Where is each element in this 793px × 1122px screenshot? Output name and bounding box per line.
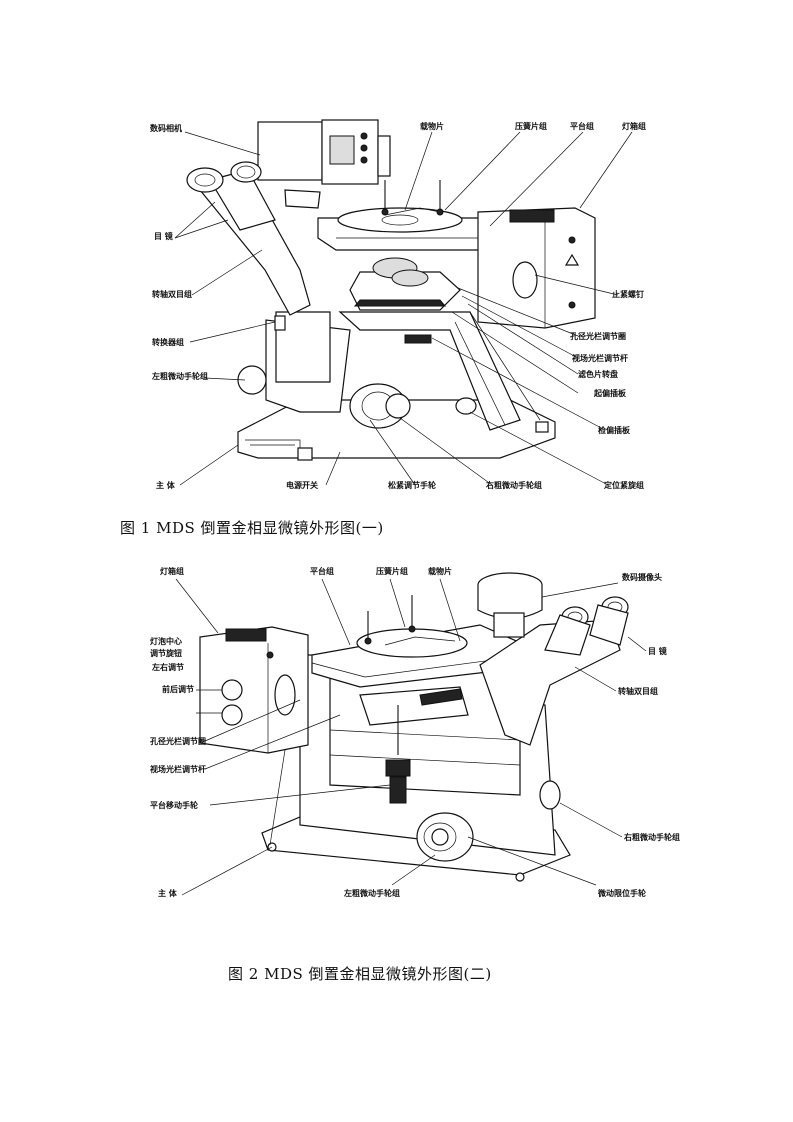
label-stage: 平台组 [310, 567, 334, 576]
label-left-right: 左右调节 [152, 663, 184, 672]
label-right-focus: 右粗微动手轮组 [486, 481, 542, 490]
label-binocular: 转轴双目组 [618, 687, 658, 696]
microscope-drawing-2 [175, 572, 647, 896]
label-power-switch: 电源开关 [286, 481, 318, 490]
label-filter: 滤色片转盘 [578, 370, 618, 379]
label-left-focus: 左粗微动手轮组 [152, 372, 208, 381]
label-lamp-center: 灯泡中心 [150, 637, 182, 646]
label-binocular: 转轴双目组 [152, 290, 192, 299]
label-aperture: 孔径光栏调节圈 [570, 332, 626, 341]
figure-1-caption: 图 1 MDS 倒置金相显微镜外形图(一) [120, 519, 384, 537]
label-press-clip: 压簧片组 [376, 567, 408, 576]
label-lamp-center-2: 调节旋钮 [150, 649, 182, 658]
label-right-focus: 右粗微动手轮组 [624, 833, 680, 842]
microscope-drawing-1 [174, 119, 633, 486]
label-field: 视场光栏调节杆 [150, 765, 206, 774]
label-analyzer: 检偏插板 [598, 426, 630, 435]
label-camera: 数码相机 [150, 124, 182, 133]
label-tension: 松紧调节手轮 [388, 481, 436, 490]
label-front-back: 前后调节 [162, 685, 194, 694]
label-stage-clip: 载物片 [428, 567, 452, 576]
label-eyepiece: 目 镜 [154, 232, 173, 241]
label-locator: 定位紧旋组 [604, 481, 644, 490]
figure-1: 数码相机 目 镜 转轴双目组 转换器组 左粗微动手轮组 主 体 电源开关 松紧调… [0, 100, 793, 500]
label-fine-handwheel: 微动限位手轮 [598, 889, 646, 898]
label-press-clip: 压簧片组 [515, 122, 547, 131]
label-body: 主 体 [156, 481, 175, 490]
label-left-focus: 左粗微动手轮组 [344, 889, 400, 898]
label-eyepiece: 目 镜 [648, 647, 667, 656]
label-field: 视场光栏调节杆 [572, 354, 628, 363]
label-nosepiece: 转换器组 [152, 338, 184, 347]
label-stage: 平台组 [570, 122, 594, 131]
label-body: 主 体 [158, 889, 177, 898]
label-lamp: 灯箱组 [160, 567, 184, 576]
label-stage-clip: 载物片 [420, 122, 444, 131]
figure-2-caption: 图 2 MDS 倒置金相显微镜外形图(二) [228, 965, 492, 983]
label-lamp-screw: 止紧螺钉 [612, 290, 644, 299]
label-camera-head: 数码摄像头 [622, 573, 662, 582]
label-stage-knob: 平台移动手轮 [150, 801, 198, 810]
label-aperture: 孔径光栏调节圈 [150, 737, 206, 746]
label-lamp: 灯箱组 [622, 122, 646, 131]
figure-2: 灯箱组 灯泡中心 调节旋钮 左右调节 前后调节 孔径光栏调节圈 视场光栏调节杆 … [0, 555, 793, 915]
label-polarizer: 起偏插板 [594, 389, 626, 398]
